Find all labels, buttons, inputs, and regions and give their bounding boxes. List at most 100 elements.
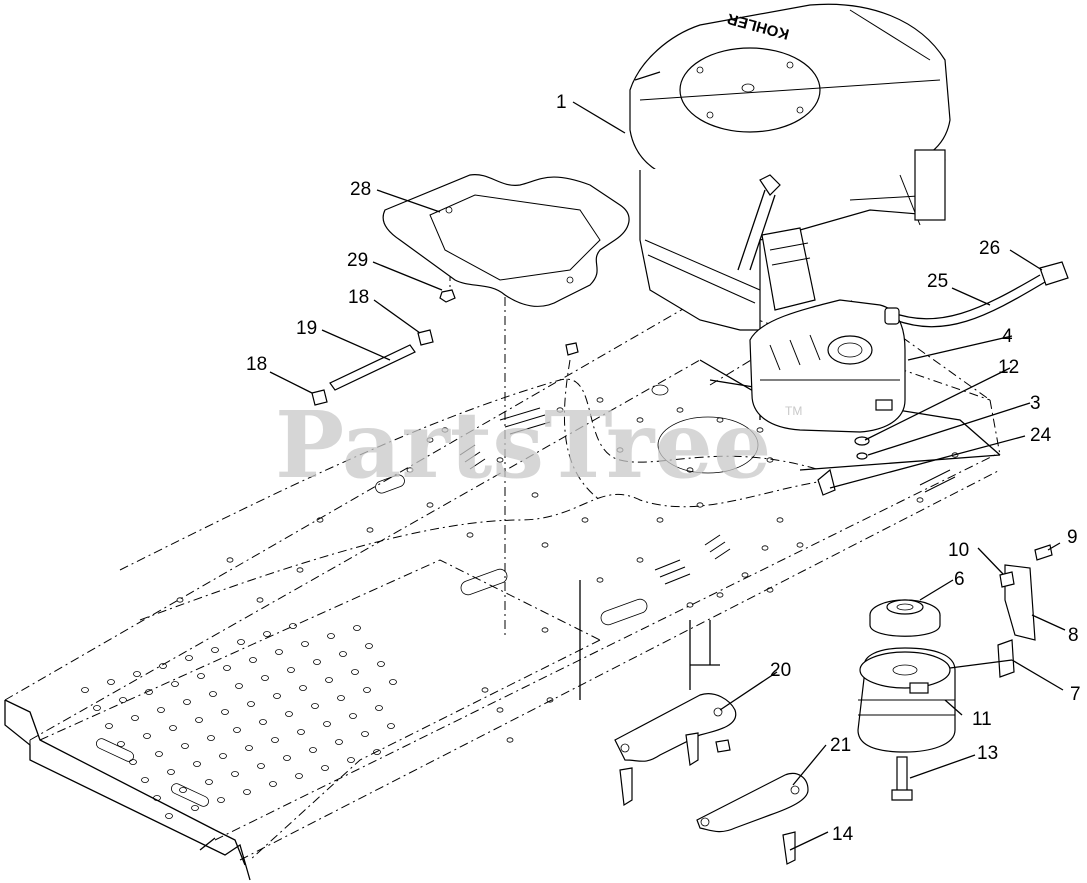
deck-hole bbox=[323, 721, 331, 727]
callout-25: 25 bbox=[927, 271, 948, 292]
deck-hole bbox=[141, 777, 149, 783]
frame-hole bbox=[686, 467, 694, 473]
deck-hole bbox=[159, 663, 167, 669]
frame-hole bbox=[676, 407, 684, 413]
frame-hole bbox=[716, 417, 724, 423]
deck-hole bbox=[389, 679, 397, 685]
deck-hole bbox=[107, 679, 115, 685]
frame-hole bbox=[696, 502, 704, 508]
deck-hole bbox=[271, 737, 279, 743]
deck-hole bbox=[197, 673, 205, 679]
callout-6: 6 bbox=[954, 569, 965, 590]
deck-hole bbox=[311, 703, 319, 709]
deck-hole bbox=[183, 699, 191, 705]
deck-hole bbox=[247, 701, 255, 707]
frame-hole bbox=[546, 697, 554, 703]
deck-hole bbox=[301, 641, 309, 647]
callout-11: 11 bbox=[972, 709, 992, 730]
frame-hole bbox=[176, 597, 184, 603]
callout-21: 21 bbox=[830, 735, 851, 756]
callout-24: 24 bbox=[1030, 425, 1052, 446]
hardware bbox=[311, 289, 1053, 678]
deck-hole bbox=[105, 723, 113, 729]
deck-hole bbox=[133, 671, 141, 677]
frame-hole bbox=[541, 542, 549, 548]
deck-hole bbox=[337, 695, 345, 701]
deck-hole bbox=[191, 805, 199, 811]
frame-hole bbox=[686, 602, 694, 608]
frame-hole bbox=[256, 597, 264, 603]
deck-hole bbox=[269, 781, 277, 787]
frame-hole bbox=[426, 437, 434, 443]
deck-hole bbox=[347, 757, 355, 763]
deck-hole bbox=[325, 677, 333, 683]
deck-hole bbox=[327, 633, 335, 639]
deck-hole bbox=[285, 711, 293, 717]
callout-29: 29 bbox=[347, 250, 368, 271]
deck-hole bbox=[129, 759, 137, 765]
deck-hole bbox=[207, 735, 215, 741]
deck-hole bbox=[117, 741, 125, 747]
deck-hole bbox=[221, 709, 229, 715]
deck-hole bbox=[373, 749, 381, 755]
deck-hole bbox=[119, 697, 127, 703]
vent-slots bbox=[459, 407, 731, 585]
deck-hole bbox=[157, 707, 165, 713]
mount-gasket bbox=[382, 174, 630, 307]
deck-hole bbox=[349, 713, 357, 719]
deck-hole bbox=[249, 657, 257, 663]
deck-hole bbox=[287, 667, 295, 673]
deck-hole bbox=[313, 659, 321, 665]
pulley-clutch bbox=[857, 599, 956, 801]
frame-hole bbox=[531, 492, 539, 498]
frame-hole bbox=[481, 687, 489, 693]
frame-hole bbox=[506, 737, 514, 743]
frame-hole bbox=[581, 517, 589, 523]
deck-hole bbox=[131, 715, 139, 721]
deck-hole bbox=[353, 625, 361, 631]
callout-28: 28 bbox=[350, 179, 371, 200]
deck-holes bbox=[81, 623, 397, 819]
frame-holes bbox=[176, 397, 959, 743]
deck-hole bbox=[237, 639, 245, 645]
deck-hole bbox=[351, 669, 359, 675]
frame-hole bbox=[916, 497, 924, 503]
frame-hole bbox=[766, 587, 774, 593]
deck-hole bbox=[273, 693, 281, 699]
deck-hole bbox=[181, 743, 189, 749]
frame-hole bbox=[776, 517, 784, 523]
deck-hole bbox=[155, 751, 163, 757]
deck-hole bbox=[309, 747, 317, 753]
frame-hole bbox=[496, 457, 504, 463]
callout-14: 14 bbox=[832, 824, 854, 845]
deck-hole bbox=[211, 647, 219, 653]
frame-hole bbox=[466, 532, 474, 538]
deck-hole bbox=[365, 643, 373, 649]
deck-hole bbox=[295, 773, 303, 779]
deck-hole bbox=[223, 665, 231, 671]
deck-hole bbox=[193, 761, 201, 767]
callout-20: 20 bbox=[770, 660, 791, 681]
deck-hole bbox=[185, 655, 193, 661]
watermark-tm: TM bbox=[785, 404, 802, 418]
deck-hole bbox=[233, 727, 241, 733]
deck-hole bbox=[321, 765, 329, 771]
deck-hole bbox=[209, 691, 217, 697]
deck-hole bbox=[335, 739, 343, 745]
callout-8: 8 bbox=[1068, 625, 1079, 646]
deck-hole bbox=[387, 723, 395, 729]
deck-hole bbox=[243, 789, 251, 795]
deck-hole bbox=[289, 623, 297, 629]
frame-hole bbox=[616, 447, 624, 453]
frame-hole bbox=[596, 577, 604, 583]
deck-hole bbox=[263, 631, 271, 637]
frame-hole bbox=[406, 467, 414, 473]
deck-hole bbox=[235, 683, 243, 689]
frame-hole bbox=[556, 407, 564, 413]
frame bbox=[4, 215, 1001, 881]
watermark-text: PartsTree bbox=[275, 391, 771, 499]
deck-hole bbox=[245, 745, 253, 751]
deck-hole bbox=[179, 787, 187, 793]
deck-hole bbox=[93, 705, 101, 711]
callout-19: 19 bbox=[296, 318, 317, 339]
